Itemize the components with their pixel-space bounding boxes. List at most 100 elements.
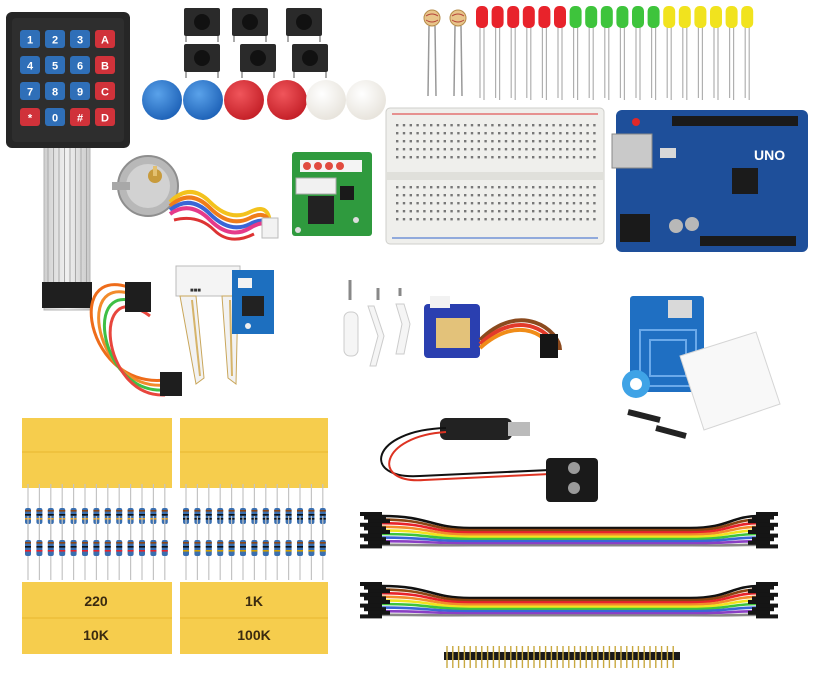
bb-hole — [498, 218, 501, 221]
resistor-band — [297, 510, 303, 512]
led — [491, 6, 504, 28]
bb-hole — [538, 156, 542, 159]
resistor-band — [161, 542, 168, 544]
bb-hole — [532, 132, 535, 135]
bb-hole — [593, 140, 596, 143]
bb-hole — [409, 194, 412, 197]
bb-hole — [477, 156, 480, 159]
bb-hole — [450, 202, 453, 205]
bb-hole — [402, 194, 406, 197]
bb-hole — [443, 132, 446, 135]
bb-hole — [586, 148, 589, 151]
bb-hole — [491, 148, 494, 151]
dupont-wire — [381, 529, 761, 539]
bb-hole — [416, 202, 419, 205]
resistor-band — [25, 514, 31, 516]
resistor-band — [139, 542, 145, 544]
resistor-body — [319, 540, 326, 556]
bb-hole — [464, 210, 467, 213]
resistor-band — [297, 550, 303, 552]
bb-hole — [504, 132, 508, 135]
uno-label: UNO — [754, 147, 785, 163]
bb-hole — [552, 218, 555, 221]
bb-hole — [450, 140, 453, 143]
resistor-band — [297, 546, 303, 548]
bb-hole — [566, 194, 569, 197]
bb-hole — [470, 156, 474, 159]
bb-hole — [579, 194, 582, 197]
bb-hole — [586, 218, 589, 221]
dupont-connector — [364, 585, 386, 590]
keypad-key-label: C — [101, 87, 109, 99]
bb-hole — [579, 218, 582, 221]
bb-hole — [518, 156, 521, 159]
bb-hole — [511, 194, 514, 197]
bb-hole — [552, 186, 555, 189]
bb-hole — [572, 210, 576, 213]
bb-hole — [525, 218, 528, 221]
bb-hole — [586, 194, 589, 197]
dupont-connector — [748, 530, 770, 534]
resistor-band — [251, 542, 258, 544]
bb-hole — [545, 156, 548, 159]
dupont-connector — [756, 544, 778, 549]
resistor-band — [47, 514, 54, 516]
bb-hole — [416, 132, 419, 135]
dupont-connector — [368, 600, 390, 604]
bb-hole — [545, 132, 548, 135]
bb-hole — [396, 124, 399, 127]
resistor-band — [116, 546, 123, 548]
dupont-wire — [381, 525, 761, 536]
bb-hole — [518, 194, 521, 197]
tactile-push-buttons — [184, 8, 328, 78]
resistor-band — [217, 546, 224, 548]
resistor-band — [127, 510, 134, 512]
dupont-wire — [381, 543, 761, 547]
bb-hole — [423, 186, 426, 189]
bb-hole — [525, 186, 528, 189]
led — [678, 6, 691, 28]
bb-hole — [566, 186, 569, 189]
resistor-band — [104, 550, 111, 552]
resistor-band — [194, 550, 201, 552]
led — [741, 6, 754, 28]
blue-cap-1 — [142, 80, 182, 120]
bb-hole — [525, 148, 528, 151]
resistor-body — [240, 540, 246, 556]
bb-hole — [464, 124, 467, 127]
resistor-band — [70, 514, 77, 516]
resistor-band — [150, 546, 157, 548]
bb-hole — [504, 194, 508, 197]
bb-hole — [457, 124, 460, 127]
keypad-key — [20, 56, 40, 74]
resistor-band — [285, 550, 292, 552]
resistor-band — [194, 542, 201, 544]
bb-hole — [566, 202, 569, 205]
jumper-wires-small — [89, 282, 182, 397]
dupont-connector — [748, 610, 770, 615]
resistor-band — [228, 546, 235, 548]
bb-hole — [538, 186, 542, 189]
resistor-band — [297, 514, 303, 516]
bb-hole — [430, 132, 433, 135]
dupont-wire — [381, 591, 761, 604]
bb-hole — [464, 140, 467, 143]
bb-hole — [464, 194, 467, 197]
bb-hole — [464, 202, 467, 205]
bb-hole — [525, 210, 528, 213]
bb-hole — [484, 140, 487, 143]
bb-hole — [579, 132, 582, 135]
bb-hole — [457, 218, 460, 221]
resistor-band — [319, 542, 326, 544]
bb-hole — [586, 186, 589, 189]
dupont-connector — [360, 603, 382, 608]
bb-hole — [416, 156, 419, 159]
resistor-body — [116, 540, 123, 556]
bb-hole — [532, 186, 535, 189]
resistor-band — [70, 550, 77, 552]
bb-hole — [470, 194, 474, 197]
bb-hole — [545, 194, 548, 197]
bb-hole — [552, 148, 555, 151]
bb-hole — [402, 218, 406, 221]
bb-hole — [572, 218, 576, 221]
